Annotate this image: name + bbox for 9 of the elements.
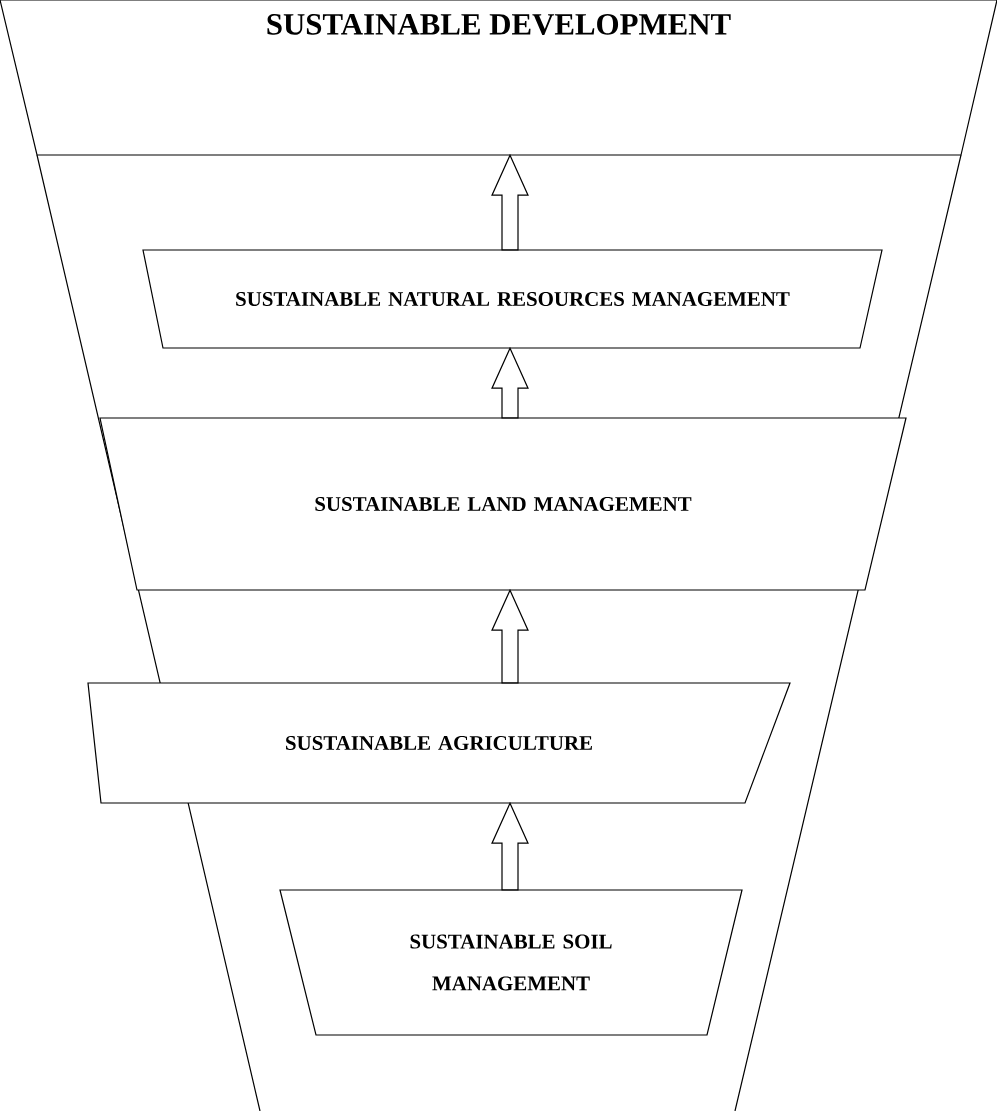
block-arrow: [491, 346, 529, 419]
trapezoid-box: SUSTAINABLE LAND MANAGEMENT: [99, 417, 907, 591]
block-arrow: [491, 588, 529, 684]
trapezoid-box: SUSTAINABLE AGRICULTURE: [87, 682, 791, 804]
block-arrow: [491, 801, 529, 891]
title-band: SUSTAINABLE DEVELOPMENT: [0, 0, 997, 156]
trapezoid-box: SUSTAINABLE NATURAL RESOURCES MANAGEMENT: [142, 249, 883, 349]
block-arrow: [491, 153, 529, 251]
trapezoid-box: SUSTAINABLE SOIL MANAGEMENT: [279, 889, 743, 1036]
